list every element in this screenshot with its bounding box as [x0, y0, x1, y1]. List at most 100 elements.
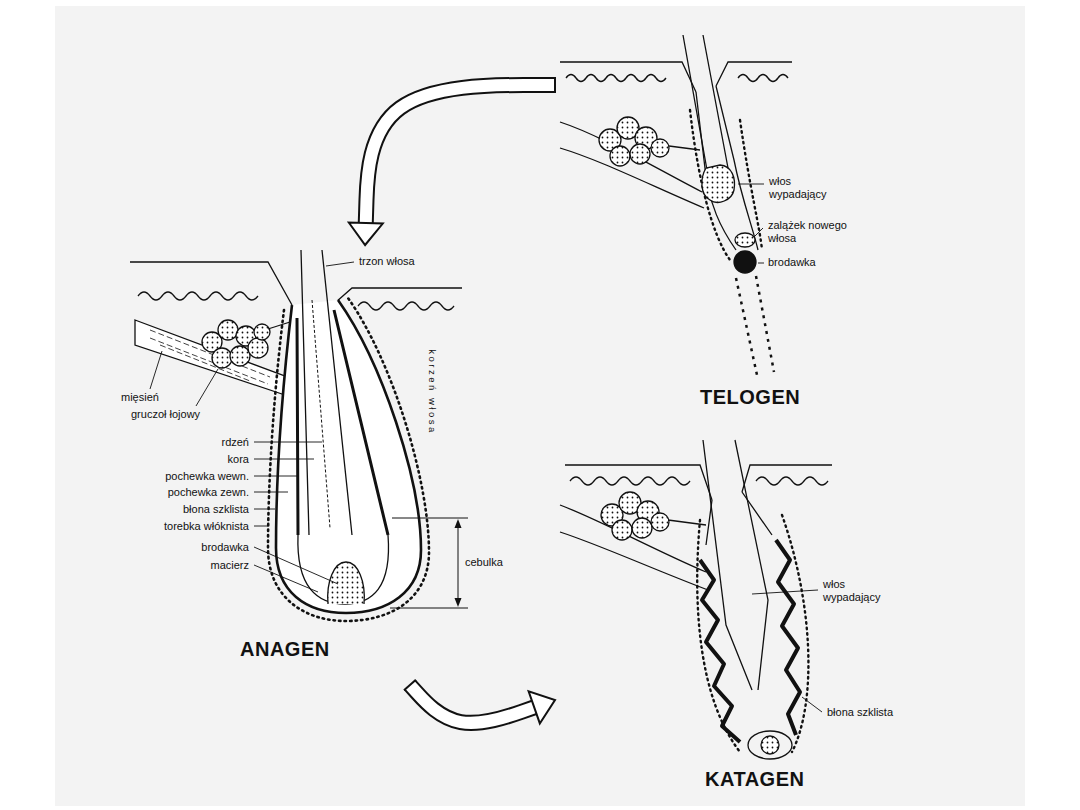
skin-surface — [560, 62, 696, 92]
arrow-head — [349, 222, 383, 245]
part-label: pochewka zewn. — [167, 486, 250, 499]
arrow-tail — [404, 680, 416, 691]
part-label: cebulka — [464, 556, 504, 569]
part-label: brodawka — [767, 256, 817, 269]
part-label: zalążek nowego włosa — [767, 219, 855, 245]
leader-line — [254, 565, 318, 592]
glassy-membrane — [700, 560, 740, 742]
leader-line — [802, 697, 822, 712]
part-label: błona szklista — [182, 503, 250, 516]
leader-line — [254, 442, 322, 443]
sebaceous-gland — [651, 139, 669, 157]
bulb-dimension — [390, 518, 468, 608]
epidermis-wave — [138, 292, 258, 300]
arrow-tail — [554, 77, 556, 93]
phase-title: TELOGEN — [700, 386, 800, 409]
arrow-outline — [410, 685, 534, 723]
skin-surface — [716, 62, 792, 86]
muscle — [135, 320, 290, 395]
hair-bulb — [298, 535, 389, 604]
phase-region: KATAGEN — [555, 450, 900, 795]
part-label: brodawka — [200, 541, 250, 554]
phase-title-block: KATAGEN — [705, 768, 804, 791]
leader-line — [326, 262, 354, 266]
connective-trail — [736, 276, 774, 375]
dimension-arrowhead — [455, 598, 462, 607]
sebaceous-gland — [612, 520, 632, 540]
papilla — [328, 562, 365, 604]
follicle-wall — [696, 86, 758, 250]
medulla — [312, 300, 330, 528]
leader-line — [752, 590, 818, 594]
part-label: kora — [227, 453, 250, 466]
dimension-arrowhead — [455, 519, 462, 528]
sebaceous-gland — [601, 492, 669, 540]
epidermis-wave — [738, 75, 788, 82]
leader-line — [752, 590, 822, 712]
telogen-follicle — [560, 35, 792, 375]
gland-duct — [268, 322, 290, 329]
leader-line — [150, 262, 354, 592]
anagen-follicle — [130, 250, 468, 621]
sebaceous-gland — [212, 348, 232, 368]
hair-shaft — [703, 440, 768, 690]
part-label: błona szklista — [826, 706, 894, 719]
cycle-arrow — [349, 77, 555, 245]
phase-title: KATAGEN — [705, 768, 804, 791]
phase-title: ANAGEN — [240, 638, 330, 661]
glassy-membrane — [776, 540, 800, 735]
phase-title-block: TELOGEN — [700, 386, 800, 409]
phase-title-block: ANAGEN — [240, 638, 330, 661]
muscle — [560, 505, 708, 590]
epidermis-wave — [570, 477, 690, 485]
sebaceous-gland — [610, 146, 630, 166]
fibrous-sheath — [697, 515, 808, 752]
katagen-follicle — [560, 440, 832, 759]
part-label: macierz — [209, 559, 250, 572]
follicle-wall — [706, 492, 772, 545]
leader-line — [254, 492, 288, 493]
skin-surface — [565, 465, 712, 500]
sebaceous-gland — [651, 513, 669, 531]
inner-root-sheath — [297, 310, 388, 535]
hair-shaft — [301, 250, 352, 535]
phase-region: ANAGEN — [120, 245, 500, 685]
part-label: rdzeń — [220, 436, 250, 449]
sebaceous-gland — [630, 144, 650, 164]
leader-line — [738, 184, 764, 263]
part-label: korzeń włosa — [426, 348, 437, 435]
papilla — [734, 251, 756, 273]
skin-surface — [742, 465, 832, 492]
club-hair — [702, 165, 735, 202]
sebaceous-gland — [202, 320, 270, 368]
leader-line — [754, 228, 763, 237]
background-panel — [55, 6, 1025, 806]
papilla — [761, 736, 779, 754]
arrow-body — [410, 685, 534, 723]
leader-line — [758, 263, 764, 264]
leader-line — [254, 509, 275, 510]
cycle-arrow — [404, 680, 555, 724]
part-label: gruczoł łojowy — [130, 408, 201, 421]
leader-line — [254, 526, 268, 527]
hair-germ — [735, 233, 755, 247]
part-label: włos wypadający — [768, 175, 836, 201]
fibrous-sheath — [268, 298, 429, 621]
leader-line — [254, 459, 314, 460]
fibrous-sheath — [690, 110, 762, 260]
sebaceous-gland — [230, 346, 250, 366]
leader-line — [150, 351, 162, 389]
part-label: torebka włóknista — [163, 520, 250, 533]
arrow-head — [529, 691, 555, 723]
sebaceous-gland — [218, 320, 238, 340]
arrow-outline — [366, 85, 555, 223]
epidermis-wave — [756, 477, 828, 485]
epidermis-wave — [566, 75, 666, 82]
leader-line — [254, 476, 297, 477]
part-label: włos wypadający — [822, 578, 890, 604]
